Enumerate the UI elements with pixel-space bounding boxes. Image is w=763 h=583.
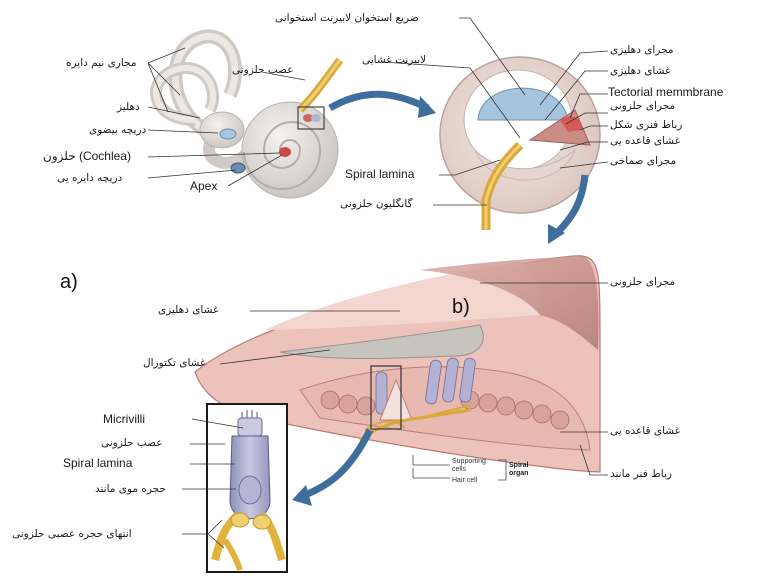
- label-spiral-lamina-top: Spiral lamina: [345, 168, 414, 181]
- label-spiral-lamina-bottom: Spiral lamina: [63, 457, 132, 470]
- inner-ear-illustration: [156, 36, 340, 198]
- label-spiral-ligament-mid: رباط فنر مانند: [610, 468, 672, 481]
- label-spiral-ligament-top: رباط فنری شکل: [610, 119, 682, 132]
- label-membranous-labyrinth: لابیرنت غشایی: [362, 54, 426, 67]
- label-vestibule: دهلیز: [117, 101, 140, 114]
- label-bony-labyrinth-wall: ضریع استخوان لابیرنت استخوانی: [275, 12, 419, 25]
- label-scala-vestibuli: مجرای دهلیزی: [610, 44, 674, 57]
- label-hair-cell-small: Hair cell: [452, 474, 477, 487]
- label-microvilli: Micrivilli: [103, 413, 145, 426]
- label-semicircular-canals: مجاری نیم دایره: [66, 57, 136, 70]
- label-spiral-ganglion: گانگلیون حلزونی: [340, 198, 413, 211]
- label-oval-window: دریچه بیضوی: [89, 124, 146, 137]
- arrow-to-cross-section: [330, 94, 428, 108]
- label-cochlear-nerve-bottom: عصب حلزونی: [101, 437, 163, 450]
- label-nerve-endings: انتهای حجره عصبی حلزونی: [12, 528, 132, 541]
- panel-label-b: b): [452, 301, 470, 314]
- label-basilar-membrane-mid: غشای قاعده یی: [610, 425, 680, 438]
- label-hair-cell-fa: حجره موی مانند: [95, 483, 166, 496]
- label-round-window: دریچه دایره یی: [57, 172, 122, 185]
- label-tectorial-membrane-fa: غشای تکتورال: [143, 357, 206, 370]
- hair-cell-illustration: [207, 404, 287, 572]
- label-apex: Apex: [190, 180, 217, 193]
- label-vestibular-membrane-top: غشای دهلیزی: [610, 65, 670, 78]
- label-tectorial-membrane-en: Tectorial memmbrane: [608, 86, 723, 99]
- label-cochlea: حلزون (Cochlea): [43, 150, 131, 163]
- panel-label-a: a): [60, 276, 78, 289]
- label-basilar-membrane-top: غشای قاعده یی: [610, 135, 680, 148]
- label-vestibular-membrane-mid: غشای دهلیزی: [158, 304, 218, 317]
- label-scala-tympani: مجرای صماخی: [610, 155, 676, 168]
- label-cochlear-duct-mid: مجرای حلزونی: [610, 276, 675, 289]
- label-cochlear-duct-top: مجرای حلزونی: [610, 100, 675, 113]
- label-supporting-cells: Supporting cells: [452, 458, 498, 474]
- label-cochlear-nerve-top: عصب حلزونی: [232, 64, 294, 77]
- label-spiral-organ: Spiral organ: [509, 462, 541, 478]
